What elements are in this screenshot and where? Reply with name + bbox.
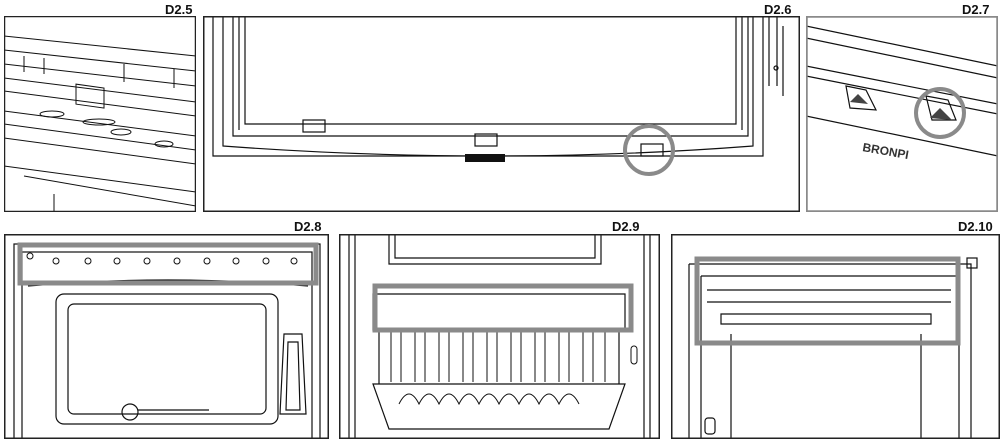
figure-d2-6-panel [203,16,800,212]
figure-d2-5-panel [4,16,196,212]
figure-label-d2-7: D2.7 [962,2,990,17]
figure-label-d2-8: D2.8 [294,219,322,234]
figure-label-d2-6: D2.6 [764,2,792,17]
figure-d2-9-illustration [339,234,660,439]
figure-d2-10-illustration [671,234,1000,439]
figure-label-d2-9: D2.9 [612,219,640,234]
figure-d2-6-illustration [203,16,800,212]
brand-logo-icon [465,154,505,162]
highlight-rect-d2-9 [372,283,634,333]
brand-logo-d2-7: BRONPI [861,140,909,162]
highlight-circle-d2-6 [623,124,675,176]
highlight-circle-d2-7 [914,87,966,139]
figure-d2-7-panel: BRONPI [806,16,998,212]
figure-d2-8-illustration [4,234,329,439]
figure-d2-8-panel [4,234,329,439]
highlight-rect-d2-10 [694,256,961,346]
figure-d2-10-panel [671,234,1000,439]
figure-d2-7-illustration: BRONPI [806,16,998,212]
figure-d2-9-panel [339,234,660,439]
figure-label-d2-10: D2.10 [958,219,993,234]
figure-label-d2-5: D2.5 [165,2,193,17]
highlight-rect-d2-8 [17,242,319,286]
figure-d2-5-illustration [4,16,196,212]
svg-text:BRONPI: BRONPI [861,140,909,162]
